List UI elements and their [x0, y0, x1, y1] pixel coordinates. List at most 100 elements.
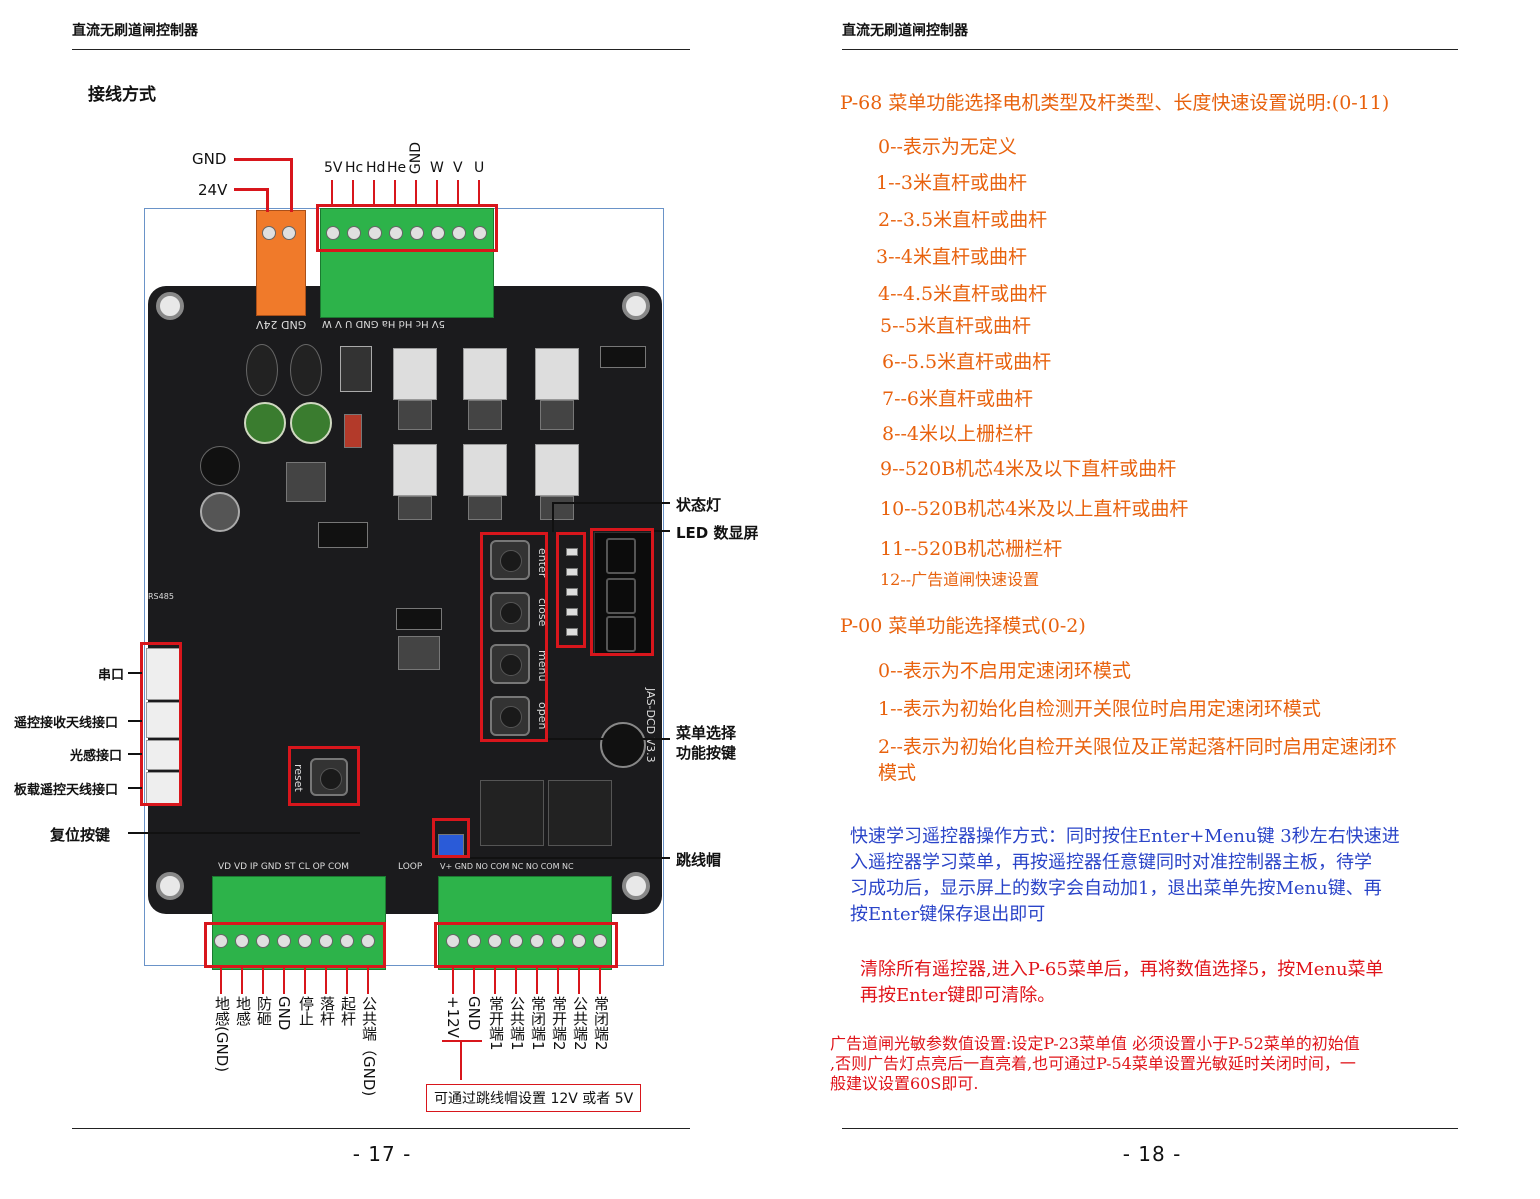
leader-line	[470, 857, 670, 859]
mount-hole	[622, 292, 650, 320]
label-gnd-relay: GND	[465, 996, 483, 1031]
callout-line	[557, 968, 559, 994]
board-component	[244, 402, 286, 444]
screw-icon	[467, 934, 481, 948]
callout-line	[415, 180, 417, 206]
screw-icon	[488, 934, 502, 948]
p00-title: P-00 菜单功能选择模式(0-2)	[840, 615, 1086, 637]
page-number: - 17 -	[352, 1142, 412, 1166]
screw-icon	[509, 934, 523, 948]
board-component	[566, 548, 578, 556]
callout-line	[241, 968, 243, 994]
leader-line	[552, 502, 554, 532]
pin-hd: Hd	[366, 160, 386, 176]
jumper-highlight	[432, 818, 470, 858]
label-no1: 常开端1	[487, 996, 505, 1051]
p00-item: 0--表示为不启用定速闭环模式	[878, 660, 1131, 682]
section-title: 接线方式	[88, 85, 156, 105]
red-note-line: 清除所有遥控器,进入P-65菜单后，再将数值选择5，按Menu菜单	[860, 959, 1384, 980]
connector-highlight	[140, 642, 182, 806]
close-key	[490, 592, 530, 632]
blue-note-line: 按Enter键保存退出即可	[850, 904, 1046, 925]
board-component	[344, 414, 362, 448]
board-component	[480, 780, 544, 846]
board-component	[393, 444, 437, 496]
callout-line	[436, 180, 438, 206]
screw-icon	[368, 226, 382, 240]
screw-icon	[298, 934, 312, 948]
label-jumper: 跳线帽	[676, 851, 722, 869]
label-remote-antenna: 遥控接收天线接口	[14, 716, 119, 731]
page-number: - 18 -	[1122, 1142, 1182, 1166]
p68-item: 5--5米直杆或曲杆	[880, 315, 1032, 337]
keys-highlight	[480, 532, 548, 742]
silk-io: VD VD IP GND ST CL OP COM	[218, 862, 350, 872]
label-24v: 24V	[198, 181, 228, 199]
silk-motor: 5V Hc Hd Ha GND U V W	[322, 318, 445, 329]
label-status-led: 状态灯	[676, 496, 722, 514]
label-stop: 停止	[297, 996, 315, 1026]
leader-line	[552, 502, 670, 504]
callout-line	[599, 968, 601, 994]
p68-item: 3--4米直杆或曲杆	[876, 246, 1028, 268]
leader-line	[128, 832, 360, 834]
board-component	[393, 348, 437, 400]
leader-line	[128, 787, 142, 789]
callout-line	[352, 180, 354, 206]
p68-item: 7--6米直杆或曲杆	[882, 388, 1034, 410]
pin-w: W	[430, 160, 444, 176]
blue-note-line: 快速学习遥控器操作方式：同时按住Enter+Menu键 3秒左右快速进	[850, 826, 1400, 847]
callout-line	[220, 968, 222, 994]
label-plus12v: +12V	[444, 996, 462, 1038]
board-component	[566, 588, 578, 596]
screw-icon	[530, 934, 544, 948]
screw-icon	[389, 226, 403, 240]
p68-item: 8--4米以上栅栏杆	[882, 423, 1034, 445]
board-component	[566, 628, 578, 636]
callout-line	[494, 968, 496, 994]
board-component	[290, 402, 332, 444]
screw-icon	[473, 226, 487, 240]
silk-reset: reset	[292, 764, 305, 792]
board-component	[606, 616, 636, 652]
p00-item: 1--表示为初始化自检测开关限位时启用定速闭环模式	[878, 698, 1321, 720]
callout-line	[578, 968, 580, 994]
board-component	[290, 344, 322, 396]
board-component	[398, 400, 432, 430]
board-component	[535, 348, 579, 400]
p68-item: 10--520B机芯4米及以上直杆或曲杆	[880, 498, 1189, 520]
board-component	[396, 608, 442, 630]
callout-line	[283, 968, 285, 994]
jumper-note: 可通过跳线帽设置 12V 或者 5V	[426, 1084, 642, 1112]
label-light-sensor: 光感接口	[70, 749, 123, 764]
p00-item: 模式	[878, 762, 917, 784]
screw-icon	[593, 934, 607, 948]
leader-line	[128, 753, 142, 755]
pin-5v: 5V	[324, 160, 343, 176]
label-com1: 公共端1	[508, 996, 526, 1051]
board-component	[468, 400, 502, 430]
leader-line	[548, 738, 670, 740]
label-reset-key: 复位按键	[50, 826, 111, 844]
red-note2-line: 般建议设置60S即可.	[830, 1074, 979, 1093]
board-component	[540, 496, 574, 520]
callout-line	[367, 968, 369, 994]
silk-relay: V+ GND NO COM NC NO COM NC	[440, 862, 574, 871]
mount-hole	[156, 292, 184, 320]
callout-line	[536, 968, 538, 994]
leader-line	[128, 672, 142, 674]
callout-line	[478, 180, 480, 206]
header-rule	[842, 49, 1458, 50]
label-common-gnd: 公共端（GND)	[360, 996, 378, 1097]
p68-item: 12--广告道闸快速设置	[880, 570, 1040, 589]
screw-icon	[551, 934, 565, 948]
leader-line	[654, 530, 670, 532]
page-header: 直流无刷道闸控制器	[842, 23, 968, 39]
screw-icon	[446, 934, 460, 948]
p00-item: 2--表示为初始化自检开关限位及正常起落杆同时启用定速闭环	[878, 736, 1397, 758]
screw-icon	[277, 934, 291, 948]
pin-u: U	[474, 160, 485, 176]
screw-icon	[326, 226, 340, 240]
board-component	[606, 578, 636, 614]
p68-item: 6--5.5米直杆或曲杆	[882, 351, 1052, 373]
